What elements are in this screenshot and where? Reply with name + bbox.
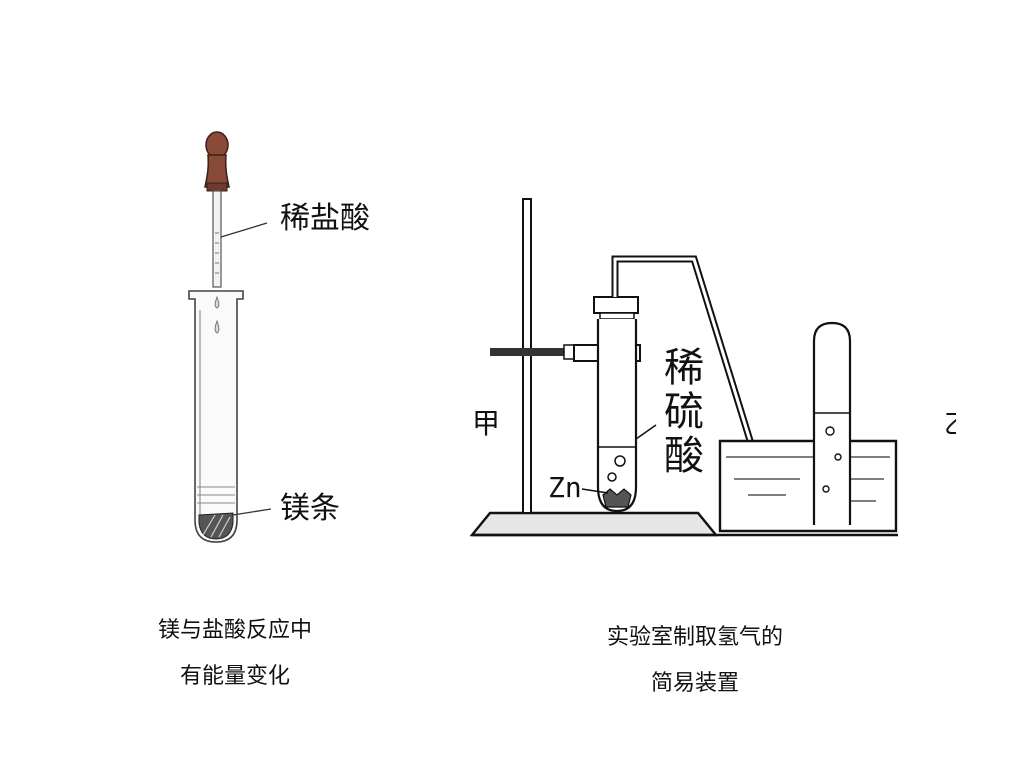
collection-tube [812,321,852,525]
label-magnesium-strip: 镁条 [280,491,340,526]
dropper-bulb [204,131,230,192]
caption-figure1: 镁与盐酸反应中 有能量变化 [110,608,360,700]
acid-char: 硫 [664,389,704,435]
caption-line: 实验室制取氢气的 [606,625,783,650]
label-jia: 甲 [472,407,501,440]
caption-line: 简易装置 [650,671,739,696]
figure-magnesium-hcl [185,125,405,555]
droplet [214,319,220,334]
reaction-tube [593,296,639,513]
label-zinc: Zn [548,471,582,504]
test-tube [188,290,244,543]
water-trough [718,439,898,533]
zinc-granules [602,488,632,508]
acid-leader-line [635,424,657,440]
magnesium-leader-line [232,508,272,516]
label-dilute-hcl: 稀盐酸 [280,201,370,236]
dropper-glass [212,190,222,288]
stand-base [469,511,898,537]
test-tube-dropper-illustration [188,131,272,543]
zn-leader-line [581,488,609,494]
hydrogen-apparatus-illustration [469,198,898,537]
label-dilute-sulfuric-acid: 稀 硫 酸 [664,346,704,478]
magnesium-strip [198,512,234,540]
label-yi: 乙 [944,412,956,438]
caption-line: 镁与盐酸反应中 [157,618,312,643]
figure-hydrogen-apparatus [469,195,910,545]
acid-char: 稀 [664,345,704,391]
acid-char: 酸 [664,433,704,479]
caption-figure2: 实验室制取氢气的 简易装置 [555,615,835,707]
droplet [214,295,220,309]
acid-leader-line [220,222,268,238]
caption-line: 有能量变化 [179,664,290,689]
